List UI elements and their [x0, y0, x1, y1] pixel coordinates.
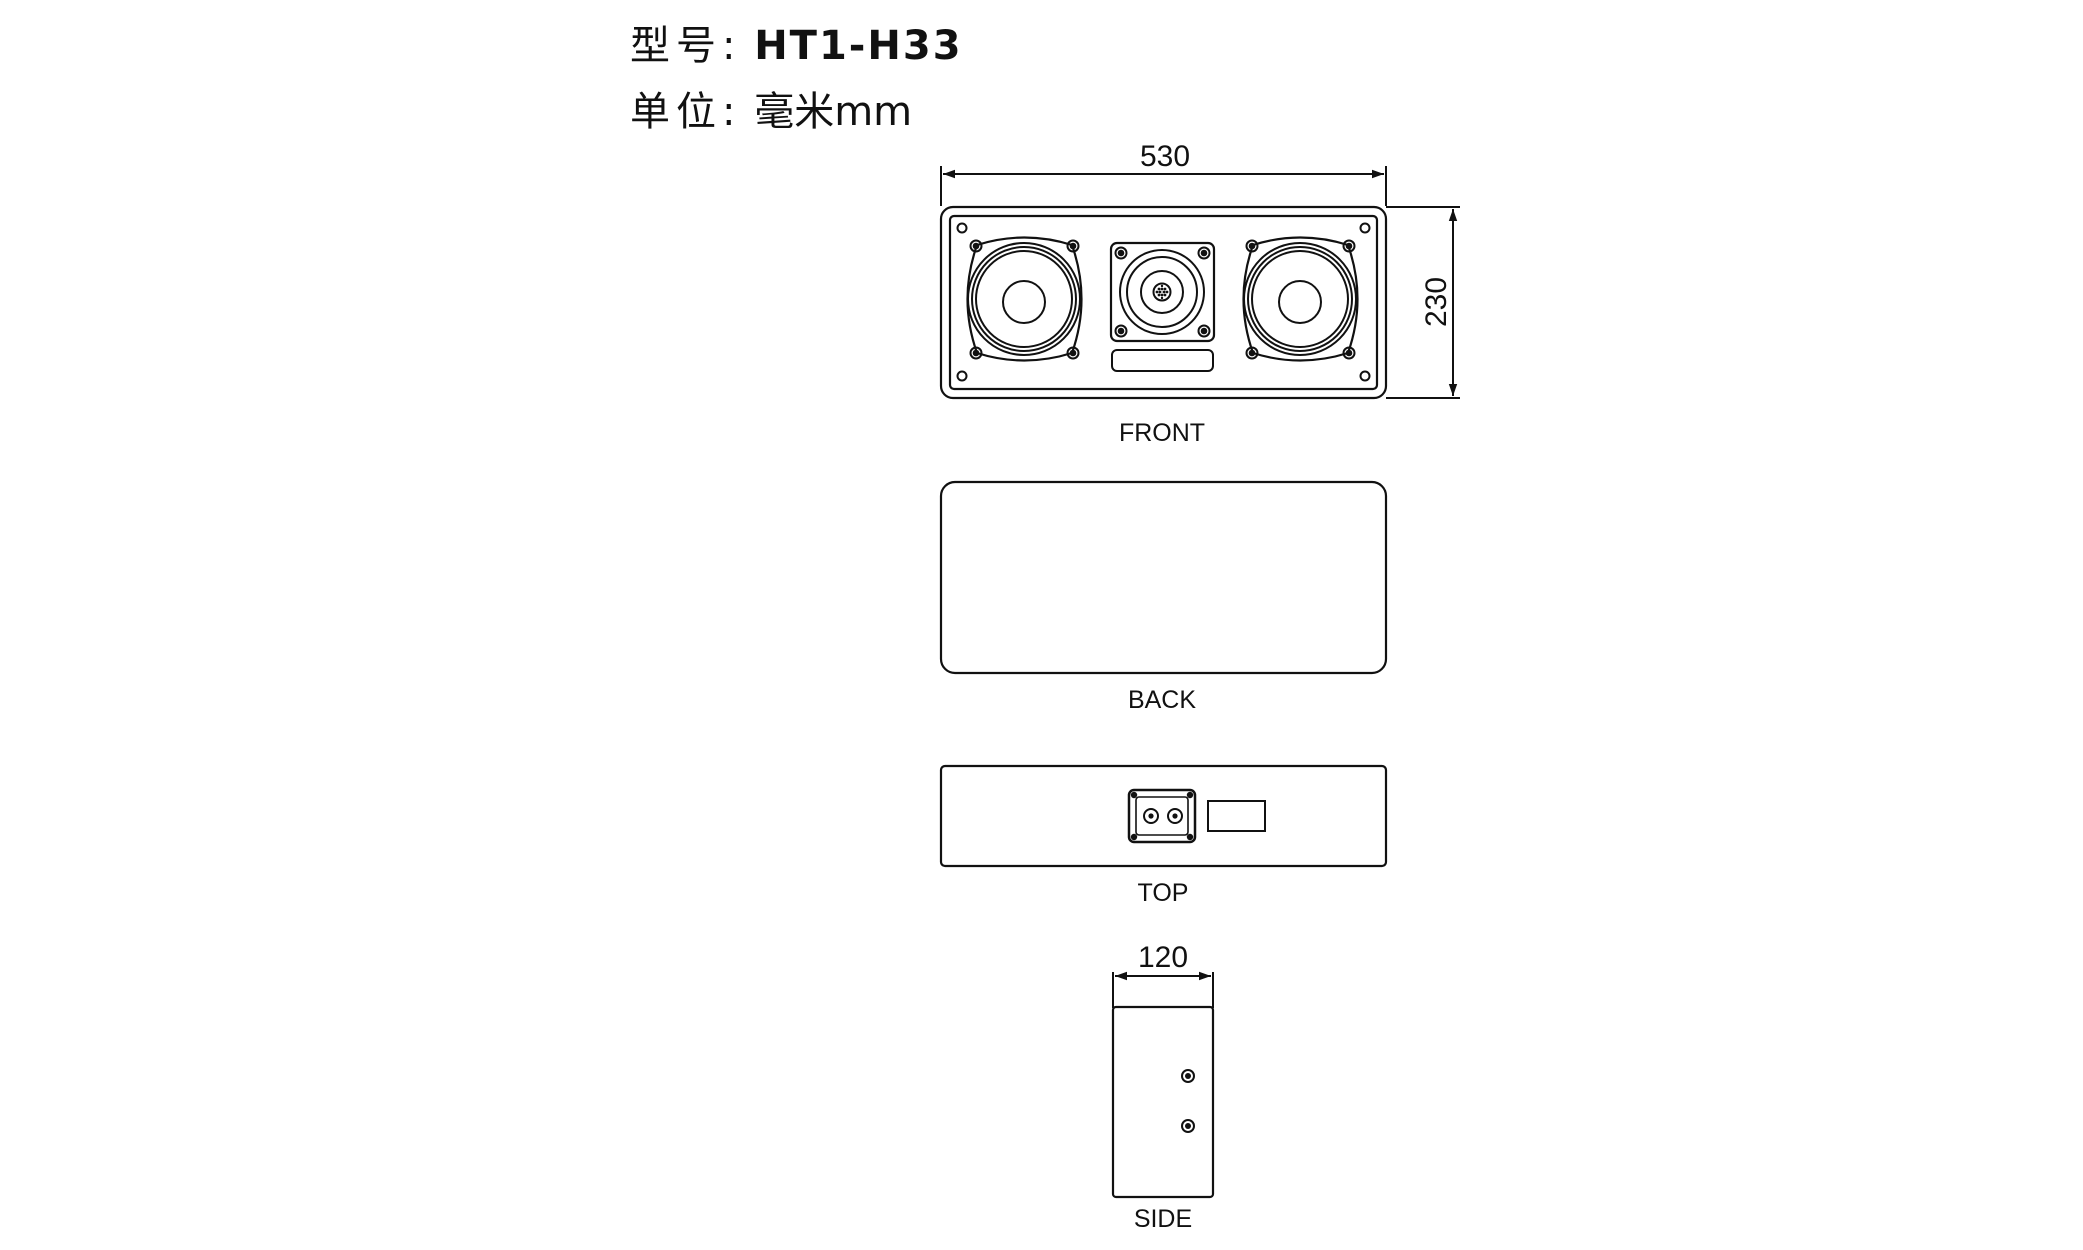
model-line: 型号: HT1-H33 [630, 26, 963, 66]
width-dimension [940, 166, 1387, 206]
model-label: 型号: [630, 23, 742, 69]
unit-value: 毫米mm [754, 89, 913, 135]
woofer-right [1242, 236, 1359, 362]
label-plate [1207, 800, 1266, 832]
tweeter-grille-icon [1155, 284, 1169, 300]
side-view [1111, 971, 1215, 1199]
terminal-plate [1127, 788, 1197, 844]
top-view-label: TOP [1138, 879, 1189, 907]
width-dimension-label: 530 [1140, 140, 1190, 173]
depth-dimension-label: 120 [1138, 941, 1188, 974]
terminal-plus-icon [1143, 808, 1159, 824]
terminal-minus-icon [1167, 808, 1183, 824]
top-view [939, 764, 1388, 868]
side-view-label: SIDE [1134, 1205, 1192, 1233]
front-baffle [948, 214, 1379, 391]
back-view [939, 480, 1388, 675]
mount-hole-lower-icon [1181, 1119, 1195, 1133]
tweeter [1109, 241, 1216, 343]
front-view [939, 166, 1460, 400]
height-dimension [1386, 206, 1460, 399]
unit-label: 单位: [630, 89, 742, 135]
woofer-left [966, 236, 1083, 362]
depth-dimension [1112, 971, 1214, 1008]
model-value: HT1-H33 [754, 23, 963, 69]
front-view-label: FRONT [1119, 419, 1205, 447]
height-dimension-label: 230 [1420, 277, 1453, 327]
front-cabinet [939, 205, 1388, 400]
unit-line: 单位: 毫米mm [630, 92, 912, 132]
mount-hole-upper-icon [1181, 1069, 1195, 1083]
logo-plate [1111, 349, 1214, 372]
back-view-label: BACK [1128, 686, 1196, 714]
